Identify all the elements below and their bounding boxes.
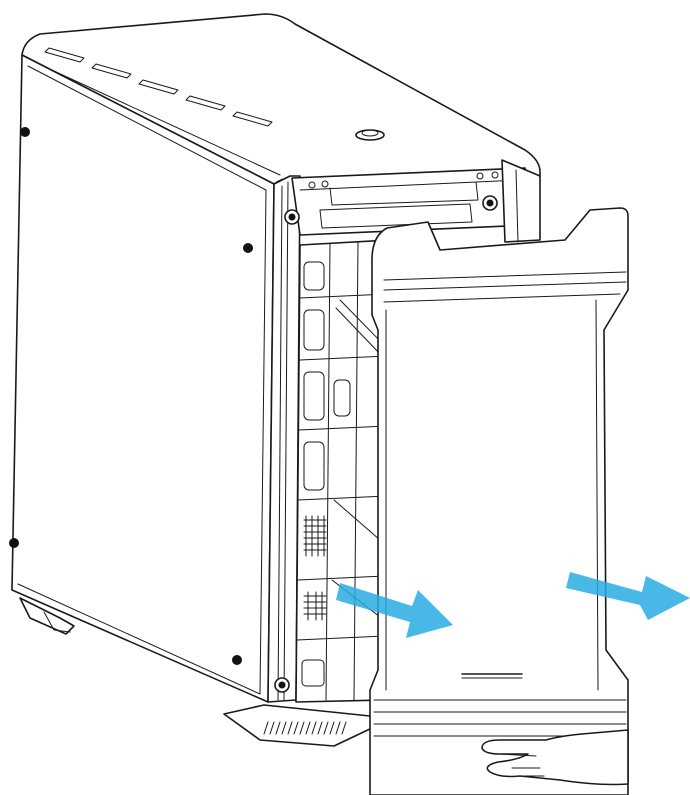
side-panel-icon <box>369 207 629 795</box>
direction-arrow-icon <box>566 572 690 620</box>
thumbscrew-icon <box>482 195 498 211</box>
hand-icon <box>481 729 629 786</box>
base-vent <box>263 721 347 735</box>
case-body-icon <box>9 13 541 747</box>
direction-arrow-icon <box>336 583 453 638</box>
side-screw <box>20 127 30 137</box>
side-screw <box>232 655 242 665</box>
case-foot-front <box>223 704 373 747</box>
side-screw <box>9 538 19 548</box>
thumbscrew-icon <box>274 677 290 693</box>
side-panel-outline <box>369 207 629 795</box>
power-button-icon <box>355 129 385 141</box>
thumbscrew-icon <box>284 209 300 225</box>
top-vent-slots <box>44 47 273 127</box>
side-screw <box>243 243 253 253</box>
case-foot-left <box>19 597 75 635</box>
case-front-frame <box>267 175 301 703</box>
